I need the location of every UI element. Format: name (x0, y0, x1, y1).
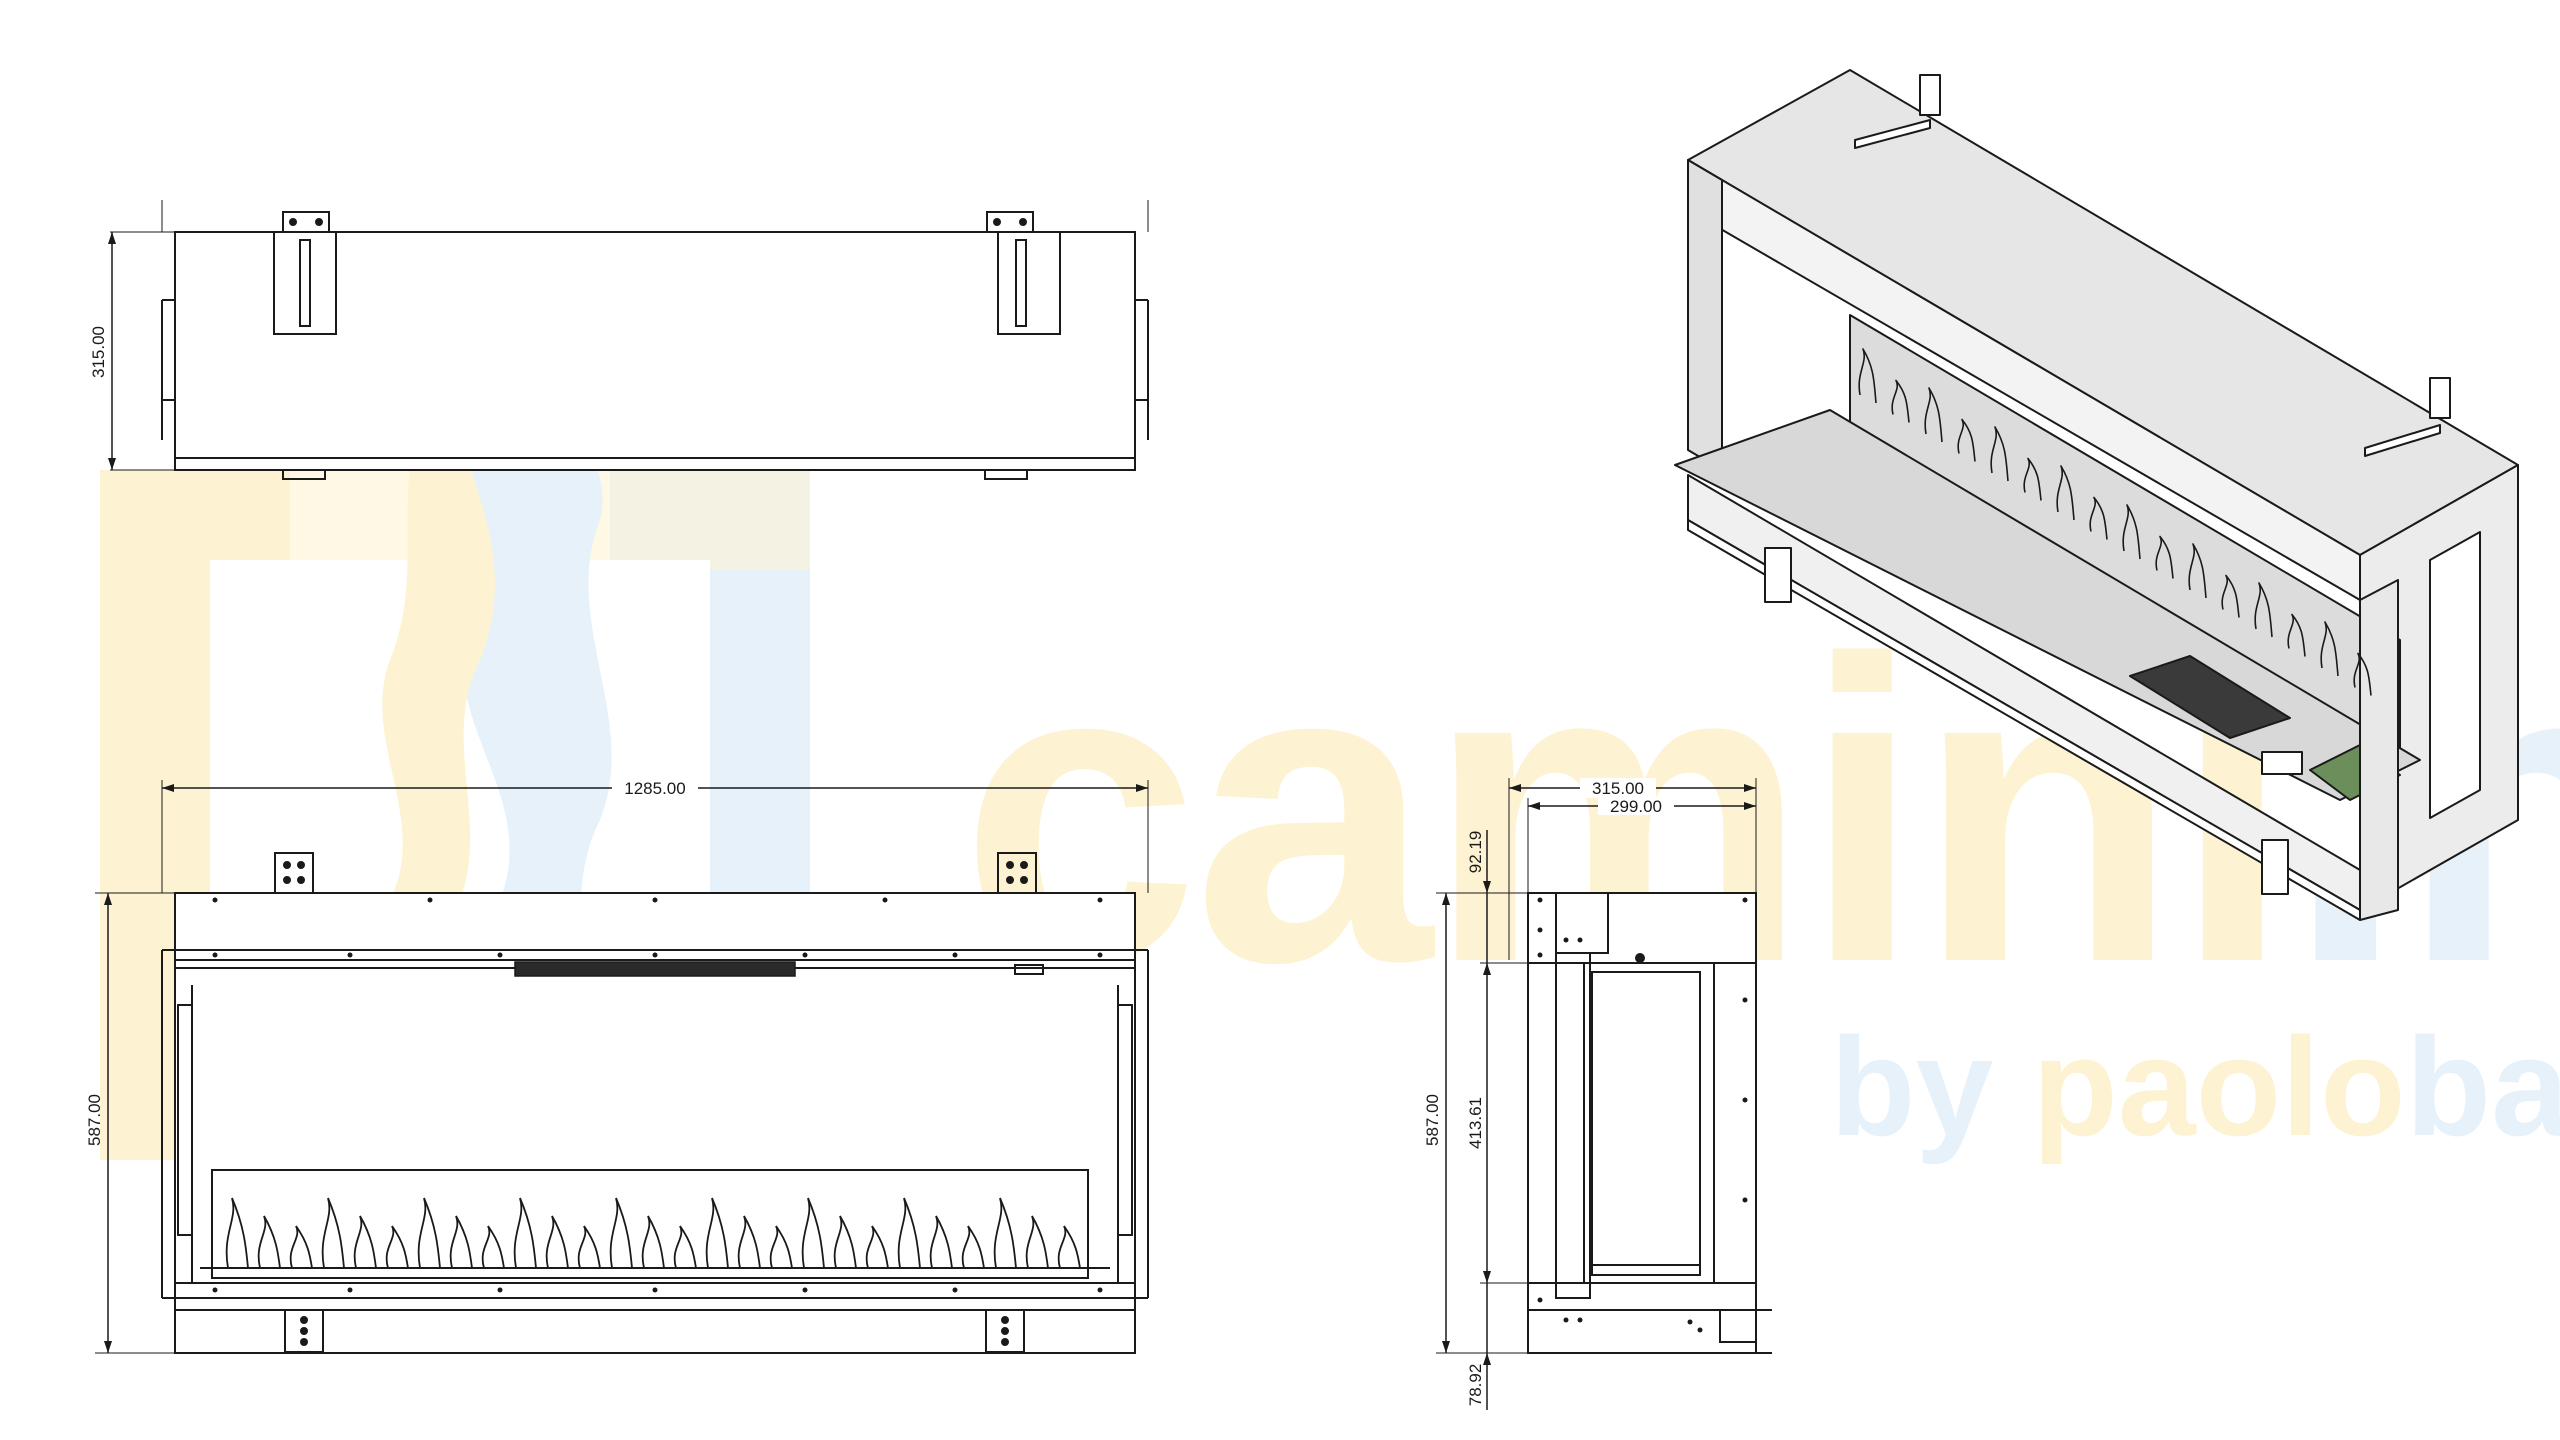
dim-side-height: 587.00 (1423, 1094, 1442, 1146)
iso-left-post (1687, 159, 1723, 471)
side-view (1436, 778, 1772, 1410)
front-bracket-bottom-right (985, 1309, 1025, 1353)
top-bracket-right (986, 211, 1061, 335)
dim-top-depth: 315.00 (89, 326, 108, 378)
dim-label-bg (1580, 778, 1656, 798)
front-view (95, 780, 1149, 1354)
dim-side-opening: 413.61 (1466, 1097, 1485, 1149)
dim-side-top-offset: 92.19 (1466, 831, 1485, 874)
iso-flame-row-icon (1858, 348, 2372, 696)
dim-side-bottom-offset: 78.92 (1466, 1364, 1485, 1407)
iso-grille (2129, 655, 2291, 739)
iso-right-post (2359, 579, 2399, 921)
dim-front-width: 1285.00 (624, 779, 685, 798)
dim-side-depth-outer: 315.00 (1592, 779, 1644, 798)
front-bracket-top-right (997, 852, 1037, 894)
dim-front-height: 587.00 (85, 1094, 104, 1146)
iso-bracket-bottom-left (1764, 547, 1792, 603)
top-bracket-left (273, 211, 337, 335)
front-bracket-bottom-left (284, 1309, 324, 1353)
watermark-tagline: by paolobarzotti (1830, 1008, 2560, 1165)
dim-label-bg (612, 778, 698, 798)
iso-bracket-bottom-right (2261, 839, 2289, 895)
flame-row-icon (225, 1197, 1081, 1269)
dim-side-depth-inner: 299.00 (1610, 797, 1662, 816)
dim-label-bg (1598, 797, 1674, 815)
iso-bracket-top-left (1854, 119, 1931, 149)
top-view (108, 200, 1149, 480)
isometric-view (1674, 69, 2519, 921)
front-bracket-top-left (274, 852, 314, 894)
iso-bracket-top-right (2364, 424, 2441, 457)
